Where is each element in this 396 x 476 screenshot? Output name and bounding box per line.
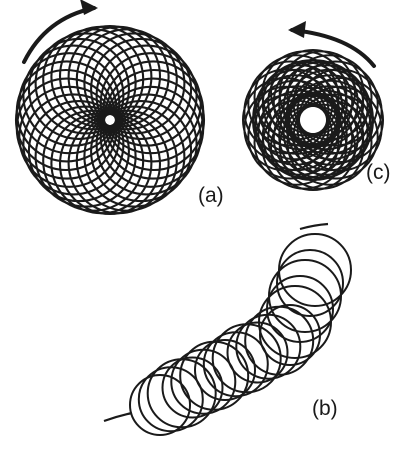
trajectory-tail-b-bottom — [104, 413, 132, 421]
panel-a-rosette — [16, 26, 204, 214]
panel-label-c: (c) — [366, 161, 391, 184]
panel-c-rosette — [243, 50, 383, 190]
panel-label-b: (b) — [312, 397, 338, 420]
trajectory-tail-b-top — [300, 224, 328, 229]
arrowhead-c — [288, 21, 306, 38]
trajectory-loop — [260, 305, 320, 365]
panel-label-a: (a) — [198, 184, 224, 207]
